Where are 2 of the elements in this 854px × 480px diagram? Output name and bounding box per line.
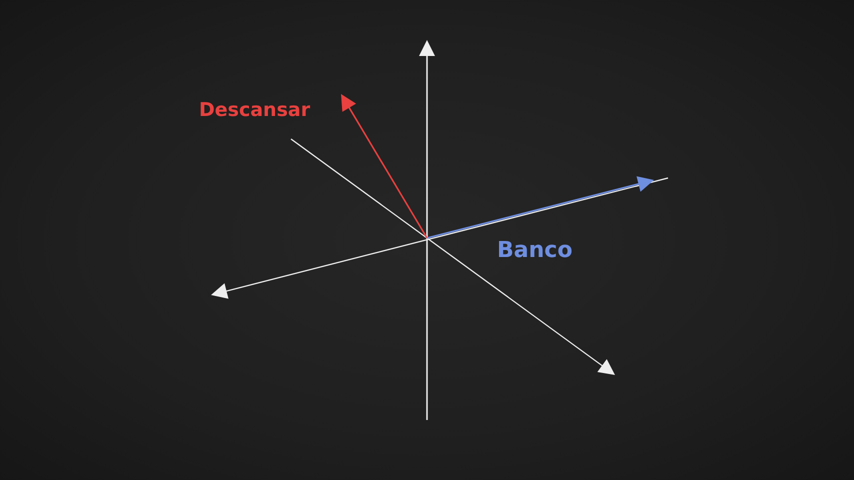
vector-label: Banco bbox=[497, 238, 572, 263]
vector-label: Descansar bbox=[199, 99, 310, 121]
